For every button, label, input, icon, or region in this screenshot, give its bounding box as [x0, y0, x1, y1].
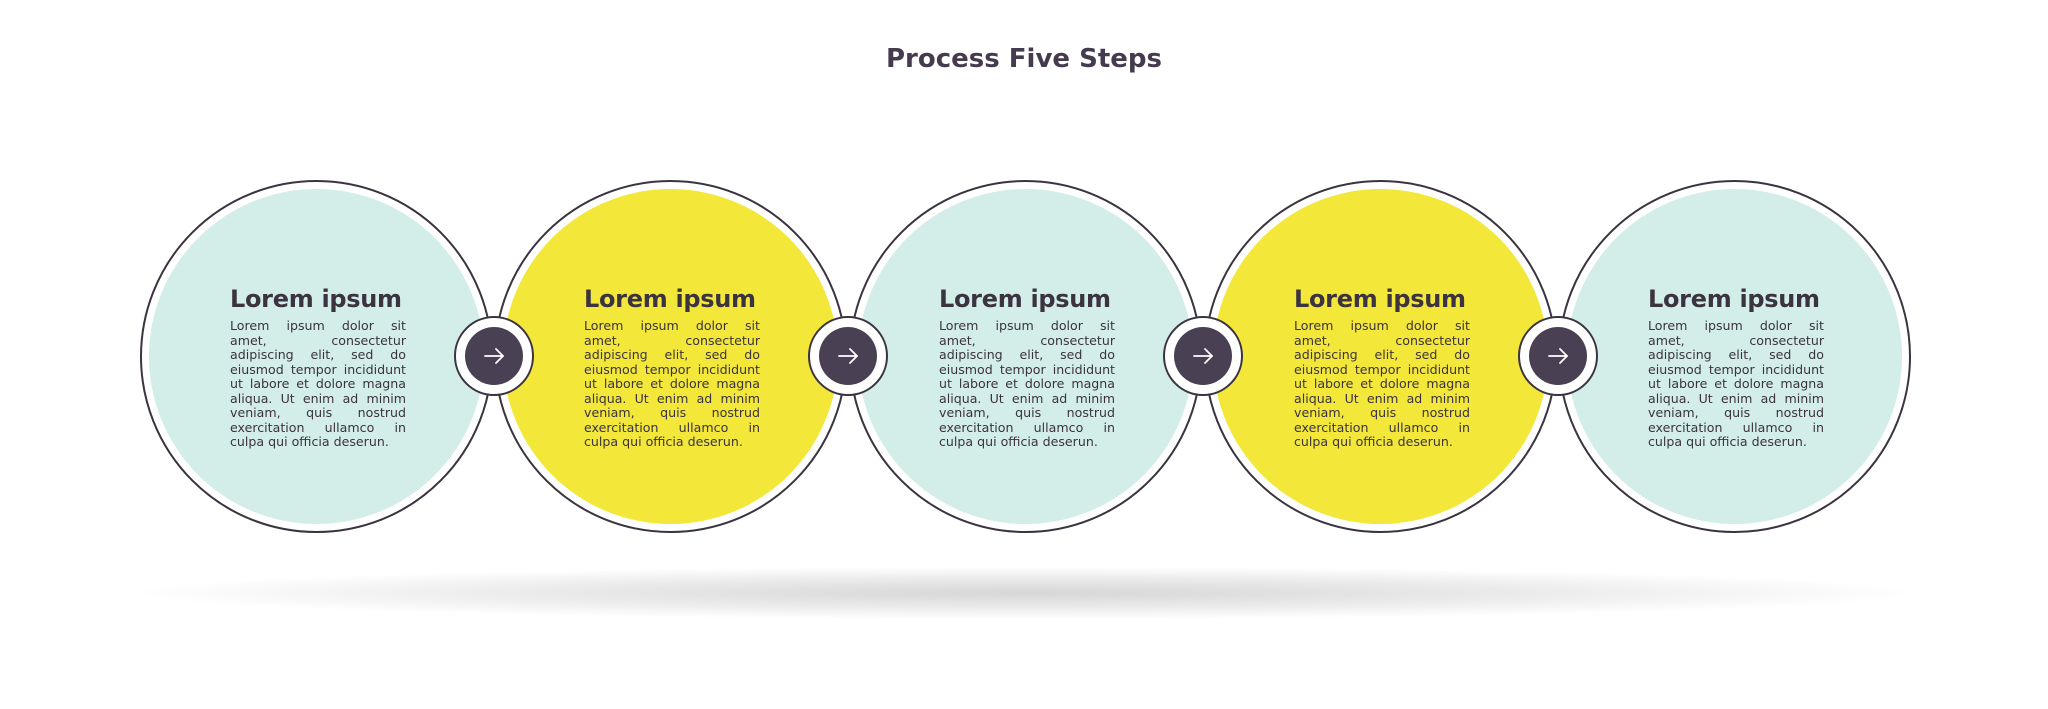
step-text: Lorem ipsum Lorem ipsum dolor sit amet, … — [1294, 284, 1470, 450]
page-title: Process Five Steps — [886, 44, 1162, 74]
step-circle-fill — [503, 189, 838, 524]
connector-1 — [454, 316, 534, 396]
step-heading: Lorem ipsum — [230, 285, 402, 313]
connector-4 — [1518, 316, 1598, 396]
connector-badge — [1174, 327, 1232, 385]
step-text: Lorem ipsum Lorem ipsum dolor sit amet, … — [1648, 284, 1824, 450]
connector-badge — [819, 327, 877, 385]
step-circle-fill — [149, 189, 484, 524]
connector-2 — [808, 316, 888, 396]
connector-3 — [1163, 316, 1243, 396]
step-circle-2: Lorem ipsum Lorem ipsum dolor sit amet, … — [494, 180, 847, 533]
connector-badge — [465, 327, 523, 385]
arrow-right-icon — [484, 348, 504, 364]
step-circle-fill — [1567, 189, 1902, 524]
step-heading: Lorem ipsum — [1294, 285, 1466, 313]
step-circle-3: Lorem ipsum Lorem ipsum dolor sit amet, … — [849, 180, 1202, 533]
step-body: Lorem ipsum dolor sit amet, consectetur … — [230, 318, 406, 449]
step-heading: Lorem ipsum — [939, 285, 1111, 313]
step-body: Lorem ipsum dolor sit amet, consectetur … — [1648, 318, 1824, 449]
step-circle-fill — [858, 189, 1193, 524]
step-text: Lorem ipsum Lorem ipsum dolor sit amet, … — [230, 284, 406, 450]
step-circle-fill — [1213, 189, 1548, 524]
arrow-right-icon — [1193, 348, 1213, 364]
step-heading: Lorem ipsum — [1648, 285, 1820, 313]
step-body: Lorem ipsum dolor sit amet, consectetur … — [1294, 318, 1470, 449]
step-body: Lorem ipsum dolor sit amet, consectetur … — [584, 318, 760, 449]
step-text: Lorem ipsum Lorem ipsum dolor sit amet, … — [939, 284, 1115, 450]
step-circle-4: Lorem ipsum Lorem ipsum dolor sit amet, … — [1204, 180, 1557, 533]
arrow-right-icon — [1548, 348, 1568, 364]
connector-badge — [1529, 327, 1587, 385]
step-circle-5: Lorem ipsum Lorem ipsum dolor sit amet, … — [1558, 180, 1911, 533]
step-body: Lorem ipsum dolor sit amet, consectetur … — [939, 318, 1115, 449]
ground-shadow — [140, 567, 1910, 619]
arrow-right-icon — [838, 348, 858, 364]
step-heading: Lorem ipsum — [584, 285, 756, 313]
step-text: Lorem ipsum Lorem ipsum dolor sit amet, … — [584, 284, 760, 450]
step-circle-1: Lorem ipsum Lorem ipsum dolor sit amet, … — [140, 180, 493, 533]
